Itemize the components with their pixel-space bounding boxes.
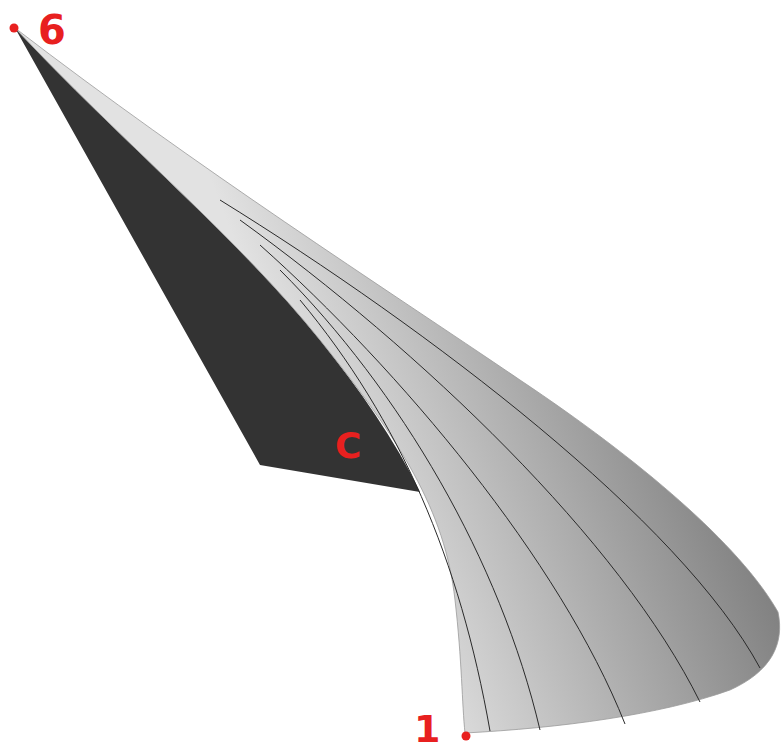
ruled-surface <box>15 28 780 733</box>
dark-face <box>15 28 420 492</box>
point-dot <box>462 732 471 741</box>
callout-label: C <box>335 428 361 464</box>
point-dot <box>10 24 19 33</box>
callout-label: 1 <box>414 710 440 748</box>
ruling-lines <box>200 180 760 731</box>
callout-label: 6 <box>38 10 66 50</box>
